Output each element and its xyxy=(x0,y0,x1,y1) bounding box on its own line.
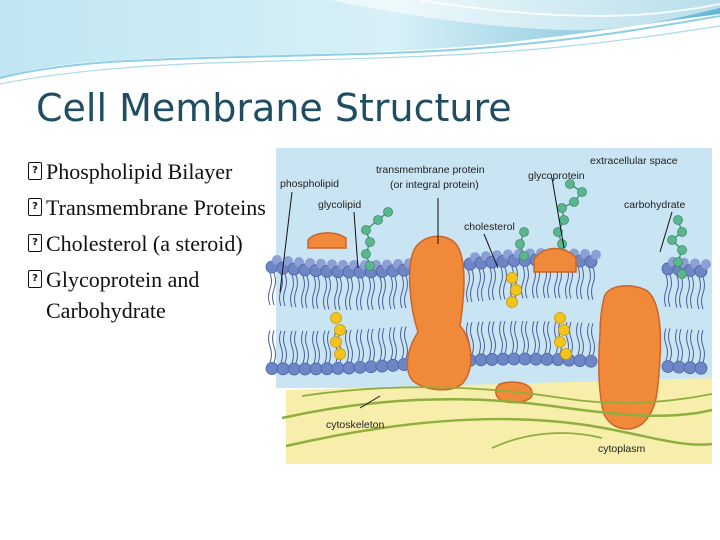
slide-title: Cell Membrane Structure xyxy=(36,86,512,130)
membrane-diagram: extracellular space transmembrane protei… xyxy=(265,148,712,464)
sugar-unit xyxy=(365,261,375,271)
bullet-item: ? Phospholipid Bilayer xyxy=(28,156,268,187)
sugar-unit xyxy=(667,235,677,245)
carbohydrate-chains xyxy=(361,179,687,279)
cholesterol-ring xyxy=(330,336,342,348)
sugar-unit xyxy=(553,227,563,237)
bullet-item: ? Glycoprotein and Carbohydrate xyxy=(28,264,268,326)
bullet-item: ? Transmembrane Proteins xyxy=(28,192,268,223)
bullet-text: Cholesterol (a steroid) xyxy=(46,231,243,256)
sugar-unit xyxy=(557,203,567,213)
phospholipid-head xyxy=(331,361,345,375)
missing-glyph-bullet-icon: ? xyxy=(28,162,42,180)
label-carbohydrate: carbohydrate xyxy=(624,199,685,211)
phospholipid-head xyxy=(529,352,543,366)
label-cytoskeleton: cytoskeleton xyxy=(326,419,385,431)
header-banner xyxy=(0,0,720,85)
sugar-unit xyxy=(577,187,587,197)
phospholipid-head xyxy=(672,360,686,374)
phospholipid-head xyxy=(364,360,378,374)
phospholipid-head xyxy=(683,361,697,375)
cholesterol-ring xyxy=(560,348,572,360)
sugar-unit xyxy=(373,215,383,225)
cholesterol-ring xyxy=(510,284,522,296)
sugar-unit xyxy=(361,225,371,235)
cholesterol-ring xyxy=(506,272,518,284)
peripheral-protein xyxy=(307,232,347,249)
sugar-unit xyxy=(677,269,687,279)
sugar-unit xyxy=(559,215,569,225)
transmembrane-protein xyxy=(598,285,662,430)
phospholipid-head xyxy=(386,358,400,372)
phospholipid-head xyxy=(294,257,304,268)
phospholipid-head xyxy=(298,362,312,376)
sugar-unit xyxy=(557,239,567,249)
label-glycoprotein: glycoprotein xyxy=(528,170,585,182)
sugar-unit xyxy=(383,207,393,217)
label-cytoplasm: cytoplasm xyxy=(598,443,646,455)
cholesterol-molecules xyxy=(330,272,572,360)
transmembrane-protein xyxy=(406,235,472,391)
missing-glyph-bullet-icon: ? xyxy=(28,234,42,252)
missing-glyph-bullet-icon: ? xyxy=(28,270,42,288)
phospholipid-head xyxy=(353,360,367,374)
phospholipid-head xyxy=(701,259,711,270)
phospholipid-head xyxy=(496,352,510,366)
label-integral-protein: (or integral protein) xyxy=(390,179,479,191)
phospholipid-head xyxy=(276,362,290,376)
sugar-unit xyxy=(365,237,375,247)
phospholipid-head xyxy=(375,359,389,373)
phospholipid-head xyxy=(342,361,356,375)
sugar-unit xyxy=(361,249,371,259)
label-phospholipid: phospholipid xyxy=(280,178,339,190)
label-cholesterol: cholesterol xyxy=(464,221,515,233)
phospholipid-head xyxy=(694,361,708,375)
sugar-unit xyxy=(515,239,525,249)
cytoskeleton-filaments xyxy=(281,386,712,449)
phospholipid-head xyxy=(272,254,282,265)
phospholipid-head xyxy=(573,354,587,368)
phospholipid-head xyxy=(518,352,532,366)
label-glycolipid: glycolipid xyxy=(318,199,361,211)
sugar-unit xyxy=(677,245,687,255)
phospholipid-head xyxy=(320,362,334,376)
cholesterol-ring xyxy=(554,336,566,348)
bullet-list: ? Phospholipid Bilayer ? Transmembrane P… xyxy=(28,156,268,331)
phospholipid-head xyxy=(507,352,521,366)
bullet-text: Transmembrane Proteins xyxy=(46,195,266,220)
phospholipid-head xyxy=(485,353,499,366)
peripheral-protein xyxy=(533,247,577,273)
phospholipid-head xyxy=(265,362,279,375)
sugar-unit xyxy=(519,251,529,261)
phospholipid-head xyxy=(283,256,293,267)
phospholipid-head xyxy=(474,353,488,367)
label-transmembrane-protein: transmembrane protein xyxy=(376,164,485,176)
label-extracellular-space: extracellular space xyxy=(590,155,678,167)
cholesterol-ring xyxy=(558,324,570,336)
phospholipid-head xyxy=(540,352,554,366)
sugar-unit xyxy=(673,257,683,267)
sugar-unit xyxy=(677,227,687,237)
sugar-unit xyxy=(565,179,575,189)
bullet-text: Phospholipid Bilayer xyxy=(46,159,233,184)
missing-glyph-bullet-icon: ? xyxy=(28,198,42,216)
cholesterol-ring xyxy=(506,296,518,308)
cholesterol-ring xyxy=(334,324,346,336)
sugar-unit xyxy=(569,197,579,207)
label-leader-lines xyxy=(279,177,673,409)
cholesterol-ring xyxy=(554,312,566,324)
bullet-item: ? Cholesterol (a steroid) xyxy=(28,228,268,259)
phospholipid-head xyxy=(661,360,675,373)
phospholipid-head xyxy=(584,354,598,368)
phospholipid-head xyxy=(287,362,301,376)
sugar-unit xyxy=(673,215,683,225)
phospholipid-head xyxy=(591,249,601,260)
cholesterol-ring xyxy=(330,312,342,324)
cholesterol-ring xyxy=(334,348,346,360)
bullet-text: Glycoprotein and Carbohydrate xyxy=(46,267,200,323)
phospholipid-head xyxy=(309,362,323,376)
sugar-unit xyxy=(519,227,529,237)
